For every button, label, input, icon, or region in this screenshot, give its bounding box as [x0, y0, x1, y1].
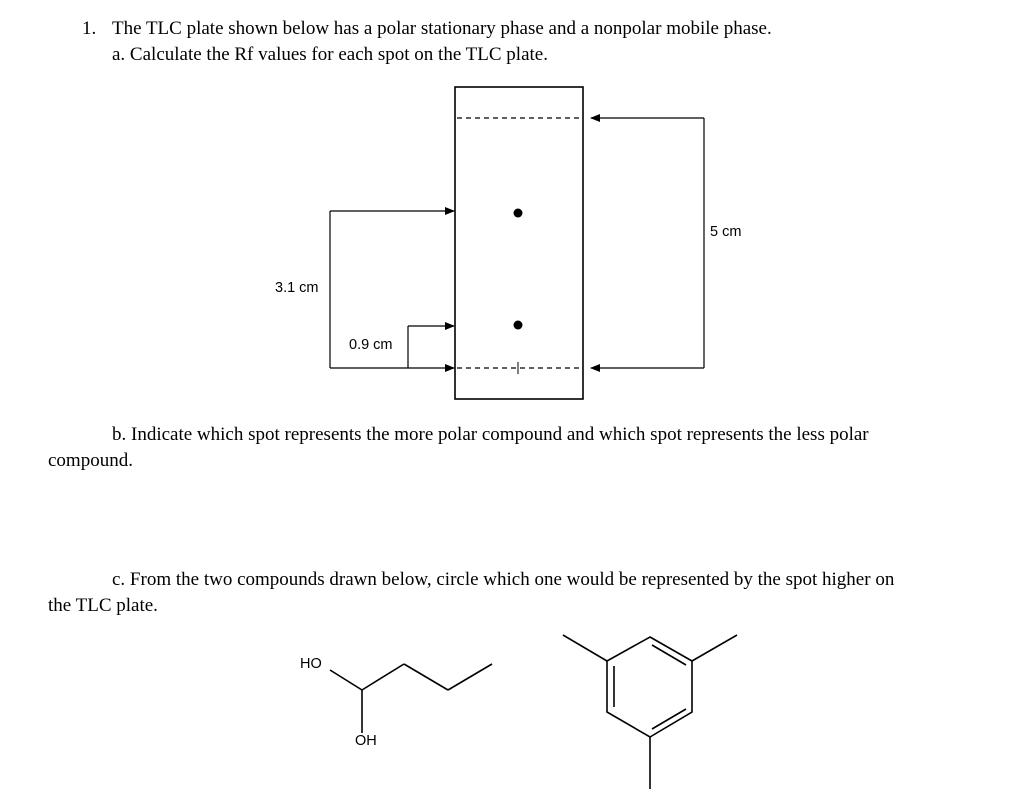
compound-mesitylene [562, 634, 738, 789]
solvent-front-distance-label: 5 cm [710, 224, 742, 240]
part-c-line-1: c. From the two compounds drawn below, c… [112, 569, 895, 590]
upper-spot-distance-label: 3.1 cm [275, 280, 319, 296]
part-b-line-1: b. Indicate which spot represents the mo… [112, 424, 869, 445]
diol-ho-label: HO [300, 656, 322, 672]
part-a-text: a. Calculate the Rf values for each spot… [112, 44, 548, 65]
tlc-spot-upper [513, 208, 523, 218]
question-stem: The TLC plate shown below has a polar st… [112, 18, 772, 39]
lower-spot-bracket [407, 322, 455, 368]
diol-oh-label: OH [355, 733, 377, 749]
solvent-front-bracket [590, 114, 705, 372]
tlc-spot-lower [513, 320, 523, 330]
upper-spot-bracket [329, 207, 455, 372]
part-c-line-2: the TLC plate. [48, 595, 158, 616]
compound-diol [329, 663, 493, 733]
question-number: 1. [82, 18, 97, 39]
lower-spot-distance-label: 0.9 cm [349, 337, 393, 353]
tlc-plate [454, 86, 584, 400]
part-b-line-2: compound. [48, 450, 133, 471]
